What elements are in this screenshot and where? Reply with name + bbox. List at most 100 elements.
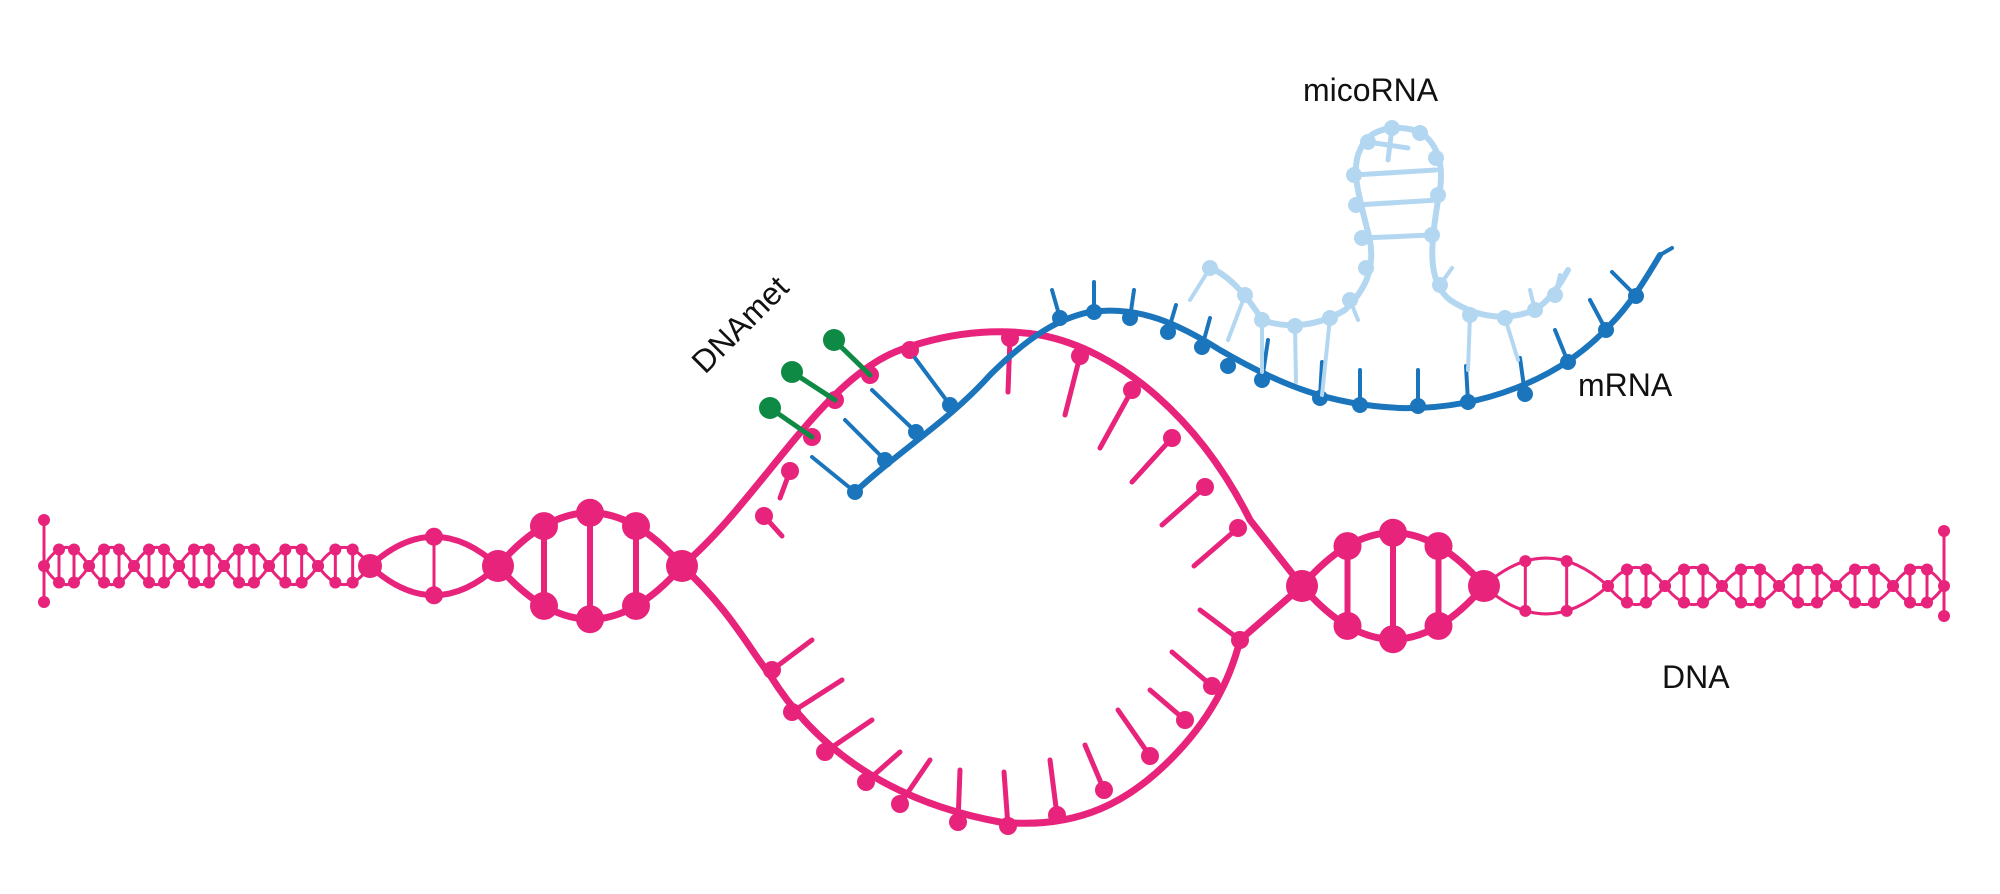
dna-base <box>772 640 812 670</box>
microrna-stem-pair <box>1354 170 1436 175</box>
dna-nucleotide <box>1792 597 1804 609</box>
dna-nucleotide <box>1735 597 1747 609</box>
mrna-base <box>1590 300 1606 330</box>
dna-crossover <box>1659 580 1671 592</box>
dna-nucleotide <box>248 543 260 555</box>
dna-nucleotide <box>68 543 80 555</box>
mrna-label: mRNA <box>1578 367 1673 403</box>
dna-strand-bottom <box>1779 586 1836 605</box>
dna-nucleotide <box>1678 563 1690 575</box>
dna-crossover <box>83 560 95 572</box>
dna-crossover <box>312 560 324 572</box>
dna-strand-bottom <box>269 566 318 585</box>
dna-nucleotide <box>279 577 291 589</box>
dna-nucleotide <box>1904 563 1916 575</box>
dna-nucleotide <box>576 605 604 633</box>
dna-nucleotide <box>1379 625 1407 653</box>
dna-nucleotide <box>576 499 604 527</box>
dna-nucleotide <box>622 512 650 540</box>
dna-label: DNA <box>1662 659 1730 695</box>
dna-nucleotide <box>203 543 215 555</box>
dna-nucleotide <box>188 577 200 589</box>
dna-double-helix <box>38 329 1950 835</box>
dna-base <box>958 770 960 822</box>
dna-strand-top <box>1608 567 1665 586</box>
dna-nucleotide <box>233 577 245 589</box>
dna-nucleotide <box>901 341 919 359</box>
dna-base <box>1085 745 1104 790</box>
microrna-nucleotide <box>1358 260 1374 276</box>
dna-nucleotide <box>1561 605 1573 617</box>
dna-nucleotide <box>113 577 125 589</box>
dna-strand-bottom <box>1665 586 1722 605</box>
dna-nucleotide <box>1425 532 1453 560</box>
dna-strand-top <box>269 547 318 566</box>
dna-crossover <box>218 560 230 572</box>
dnamet-label: DNAmet <box>684 269 795 380</box>
dna-strand-bottom <box>44 566 89 585</box>
dna-nucleotide <box>1811 563 1823 575</box>
dna-base <box>792 680 842 712</box>
dna-strand-bottom <box>224 566 269 585</box>
dna-crossover <box>1830 580 1842 592</box>
dna-strand-top <box>89 547 134 566</box>
dna-crossover <box>358 554 382 578</box>
dna-strand-bottom <box>1836 586 1893 605</box>
dna-nucleotide <box>296 543 308 555</box>
microrna-stem-pair <box>1362 235 1432 238</box>
microrna-nucleotide <box>1412 125 1428 141</box>
dna-strand-top <box>179 547 224 566</box>
dna-nucleotide <box>1697 563 1709 575</box>
dna-base <box>1162 487 1205 525</box>
dna-nucleotide <box>1735 563 1747 575</box>
mrna-base-pair <box>872 390 916 432</box>
dna-nucleotide <box>53 577 65 589</box>
dna-nucleotide <box>1640 563 1652 575</box>
dna-nucleotide <box>530 512 558 540</box>
dna-nucleotide <box>1849 563 1861 575</box>
dna-nucleotide <box>98 577 110 589</box>
dna-nucleotide <box>530 592 558 620</box>
dna-strand-top <box>1779 567 1836 586</box>
dna-nucleotide <box>622 592 650 620</box>
microrna-label: micoRNA <box>1303 72 1439 108</box>
dna-nucleotide <box>203 577 215 589</box>
microrna-base <box>1322 318 1330 395</box>
dna-nucleotide <box>1621 597 1633 609</box>
dna-nucleotide <box>1849 597 1861 609</box>
dna-strand-bottom <box>1484 586 1608 614</box>
dna-nucleotide <box>53 543 65 555</box>
dna-nucleotide <box>279 543 291 555</box>
dna-nucleotide <box>1792 563 1804 575</box>
dna-nucleotide <box>68 577 80 589</box>
dna-base <box>1050 760 1057 815</box>
dna-strand-top <box>134 547 179 566</box>
dna-nucleotide <box>425 586 443 604</box>
dna-base <box>825 720 872 752</box>
microrna-hairpin <box>1190 120 1568 395</box>
microrna-base <box>1468 315 1470 370</box>
mrna-nucleotide <box>1220 358 1236 374</box>
dna-nucleotide <box>1868 597 1880 609</box>
microrna-base <box>1295 326 1296 382</box>
dna-nucleotide <box>38 514 50 526</box>
dna-nucleotide <box>1921 597 1933 609</box>
dna-nucleotide <box>98 543 110 555</box>
dna-crossover <box>128 560 140 572</box>
dna-nucleotide <box>347 543 359 555</box>
dna-crossover <box>173 560 185 572</box>
dna-base <box>1172 652 1212 686</box>
methyl-group <box>759 397 781 419</box>
dna-crossover <box>1887 580 1899 592</box>
dna-coding-strand <box>682 566 1302 823</box>
dna-crossover <box>1773 580 1785 592</box>
dna-nucleotide <box>329 577 341 589</box>
dna-base <box>764 516 782 536</box>
dna-nucleotide <box>1379 519 1407 547</box>
mrna-base-pair <box>812 457 855 492</box>
dna-strand-top <box>1722 567 1779 586</box>
dna-nucleotide <box>38 596 50 608</box>
dna-strand-bottom <box>134 566 179 585</box>
dna-nucleotide <box>113 543 125 555</box>
dna-strand-bottom <box>1893 586 1944 605</box>
